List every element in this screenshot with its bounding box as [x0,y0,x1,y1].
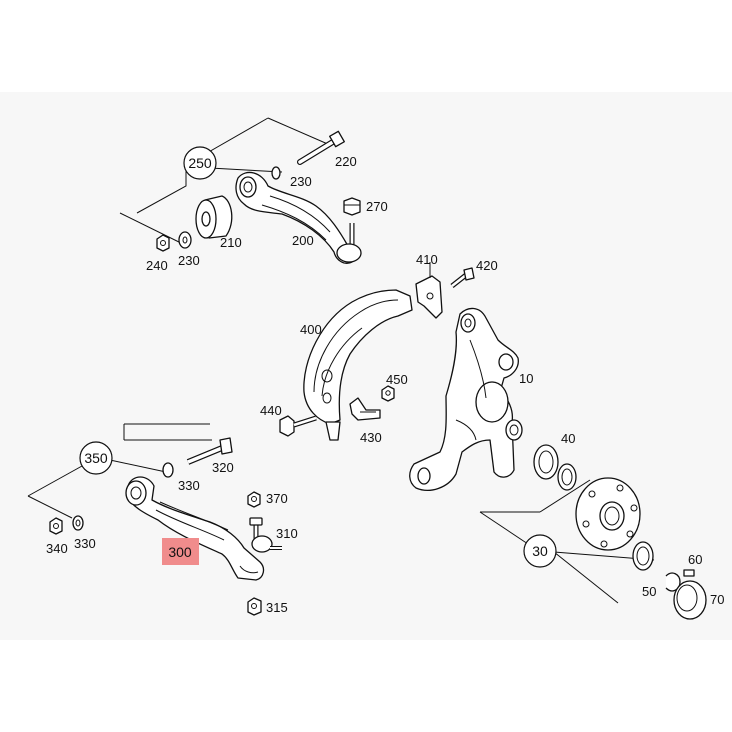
nut-340 [49,517,63,535]
label-230-lower: 230 [178,253,200,268]
bracket-400 [303,289,413,441]
label-60: 60 [688,552,702,567]
nut-240 [156,234,170,252]
washer-230-lower [178,231,192,249]
group-30-circle [523,534,557,568]
label-330-lower: 330 [74,536,96,551]
nut-315 [247,597,262,616]
group-250-circle [183,146,217,180]
nut-450 [381,385,395,402]
group-30-label: 30 [532,543,548,559]
ball-joint-200 [336,223,362,263]
bushing-210 [195,195,233,239]
group-350-label: 350 [84,450,108,466]
label-310: 310 [276,526,298,541]
group-250-label: 250 [188,155,212,171]
label-340: 340 [46,541,68,556]
group-350-circle [79,441,113,475]
nut-270 [343,197,361,216]
clip-410 [415,262,443,319]
label-70: 70 [710,592,724,607]
label-10: 10 [519,371,533,386]
bearing-ring [557,463,577,491]
bolt-220 [297,130,345,165]
label-40: 40 [561,431,575,446]
label-410: 410 [416,252,438,267]
snap-ring [665,572,681,592]
label-50: 50 [642,584,656,599]
bolt-320 [186,437,233,465]
label-400: 400 [300,322,322,337]
bracket-430 [349,397,381,421]
steering-knuckle-10 [409,307,523,491]
label-300[interactable]: 300 [168,544,192,560]
bearing-50 [632,541,654,571]
bolt-420 [450,267,475,288]
label-320: 320 [212,460,234,475]
washer-330-upper [162,462,174,478]
stud-60 [683,569,695,577]
label-450: 450 [386,372,408,387]
washer-330-lower [72,515,84,531]
dust-cap-70 [673,580,707,620]
label-440: 440 [260,403,282,418]
label-220: 220 [335,154,357,169]
label-420: 420 [476,258,498,273]
label-200: 200 [292,233,314,248]
washer-230-upper [271,166,281,180]
label-210: 210 [220,235,242,250]
bolt-440 [279,415,317,437]
label-430: 430 [360,430,382,445]
control-arm-200 [235,171,353,264]
label-315: 315 [266,600,288,615]
label-240: 240 [146,258,168,273]
ball-joint-310 [249,517,282,553]
seal-40 [533,444,559,480]
label-330-upper: 330 [178,478,200,493]
nut-370 [247,491,261,508]
highlight-300 [162,538,199,565]
label-230-upper: 230 [290,174,312,189]
label-270: 270 [366,199,388,214]
label-370: 370 [266,491,288,506]
wheel-hub [575,477,641,551]
control-arm-300 [125,476,265,581]
